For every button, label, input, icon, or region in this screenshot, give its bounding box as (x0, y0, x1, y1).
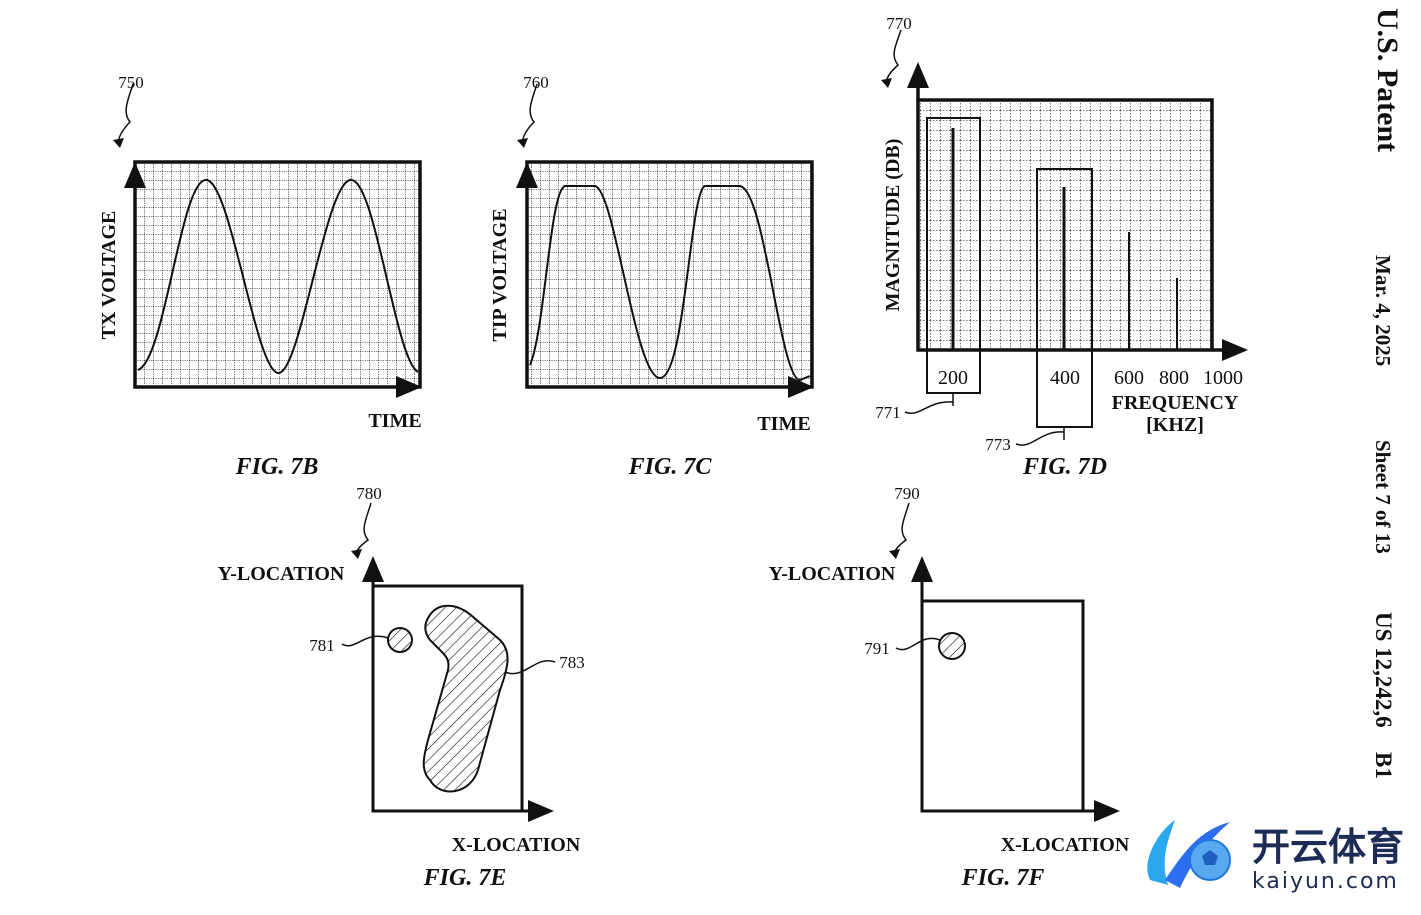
ref-791: 791 (864, 639, 890, 658)
tick-label: 800 (1159, 367, 1189, 389)
touch-area (371, 584, 524, 813)
watermark-cn: 开云体育 (1252, 825, 1404, 869)
x-axis-arrow (1094, 800, 1120, 822)
x-axis-arrow (396, 376, 422, 398)
logo-k-icon (1147, 820, 1175, 885)
leader-arrow-icon (889, 549, 900, 559)
header-patent-number: US 12,242,6 (1371, 612, 1396, 728)
ref-783: 783 (559, 653, 585, 672)
grid (135, 162, 420, 387)
watermark-en: kaiyun.com (1252, 869, 1399, 894)
x-axis-unit: [KHZ] (1146, 414, 1204, 436)
ref-781: 781 (309, 636, 335, 655)
x-axis-arrow (528, 800, 554, 822)
x-axis-label: X-LOCATION (452, 834, 581, 856)
y-axis-label: Y-LOCATION (769, 563, 896, 585)
header-sheet: Sheet 7 of 13 (1371, 440, 1395, 554)
x-axis-arrow (788, 376, 814, 398)
plot-frame (133, 160, 422, 389)
grid (527, 162, 812, 387)
figure-caption: FIG. 7F (961, 865, 1045, 891)
y-axis-label: TX VOLTAGE (98, 211, 120, 340)
touch-blob-781 (387, 627, 413, 653)
header-title: U.S. Patent (1371, 8, 1404, 152)
figure-7d: 200 400 600 800 1000 FREQUENCY [KHZ] MAG… (875, 14, 1248, 480)
y-axis-arrow (907, 62, 929, 88)
leader-arrow-icon (351, 549, 362, 559)
x-axis-arrow (1222, 339, 1248, 361)
figure-caption: FIG. 7E (423, 865, 507, 891)
x-axis-label: X-LOCATION (1001, 834, 1130, 856)
x-axis-label: TIME (368, 410, 421, 432)
x-axis-label: TIME (757, 413, 810, 435)
y-axis-arrow (516, 162, 538, 188)
leader-771 (904, 393, 954, 414)
figure-7e: 781 783 780 Y-LOCATION X-LOCATION FIG. 7… (218, 484, 585, 891)
plot-frame (525, 160, 814, 389)
tick-label: 1000 (1203, 367, 1243, 389)
figure-7b: 750 TX VOLTAGE TIME FIG. 7B (98, 73, 422, 480)
soccer-ball-patch-icon (1202, 850, 1218, 865)
y-axis-label: MAGNITUDE (DB) (882, 139, 904, 312)
figure-caption: FIG. 7C (628, 454, 713, 480)
y-axis-arrow (362, 556, 384, 582)
ref-773: 773 (985, 435, 1011, 454)
leader-773 (1015, 427, 1065, 446)
touch-area (920, 599, 1085, 813)
tick-label: 600 (1114, 367, 1144, 389)
leader-750 (117, 83, 134, 146)
y-axis-arrow (124, 162, 146, 188)
leader-783 (504, 660, 556, 675)
header-date: Mar. 4, 2025 (1371, 255, 1395, 366)
ref-780: 780 (356, 484, 382, 503)
header-kind-code: B1 (1371, 752, 1396, 779)
watermark-logo: 开云体育 kaiyun.com (1147, 820, 1404, 894)
y-axis-arrow (911, 556, 933, 582)
figure-caption: FIG. 7D (1022, 454, 1107, 480)
y-axis-label: TIP VOLTAGE (489, 208, 511, 341)
ref-750: 750 (118, 73, 144, 92)
tick-label: 400 (1050, 367, 1080, 389)
ref-760: 760 (523, 73, 549, 92)
tip-voltage-wave (529, 185, 811, 382)
leader-791 (895, 637, 941, 651)
leader-arrow-icon (113, 138, 124, 148)
figure-7f: 791 790 Y-LOCATION X-LOCATION FIG. 7F (769, 484, 1130, 891)
leader-760 (521, 83, 538, 146)
ref-770: 770 (886, 14, 912, 33)
leader-780 (355, 502, 372, 557)
leader-781 (341, 635, 389, 647)
figure-7c: 760 TIP VOLTAGE TIME FIG. 7C (489, 73, 814, 480)
leader-arrow-icon (881, 78, 892, 88)
leader-790 (893, 502, 910, 557)
ref-790: 790 (894, 484, 920, 503)
leader-arrow-icon (517, 138, 528, 148)
figure-caption: FIG. 7B (235, 454, 319, 480)
tick-label: 200 (938, 367, 968, 389)
patent-header: U.S. Patent Mar. 4, 2025 Sheet 7 of 13 U… (1371, 8, 1404, 779)
x-axis-label: FREQUENCY (1112, 392, 1239, 414)
leader-770 (885, 29, 902, 85)
y-axis-label: Y-LOCATION (218, 563, 345, 585)
palm-blob-783 (422, 604, 509, 793)
touch-blob-791 (938, 632, 966, 660)
ref-771: 771 (875, 403, 901, 422)
sine-wave (137, 179, 419, 375)
